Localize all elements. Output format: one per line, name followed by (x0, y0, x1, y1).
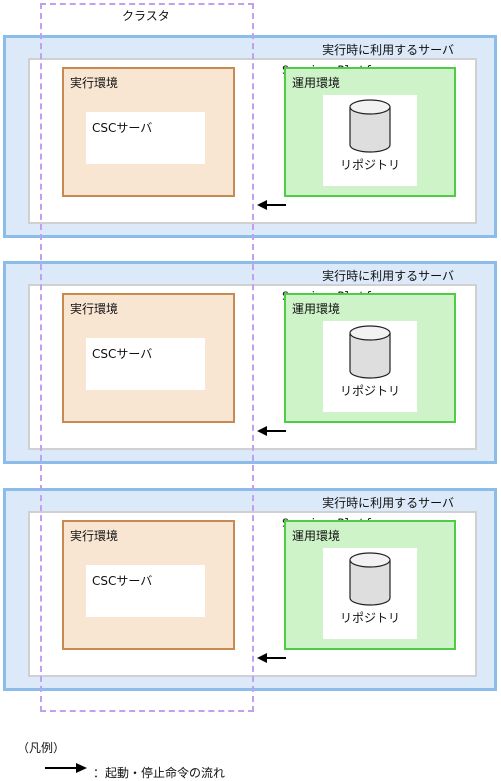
csc-server: CSCサーバ (86, 565, 205, 617)
execution-environment-label: 実行環境 (70, 529, 119, 543)
arrow-left-icon (257, 653, 286, 663)
execution-environment-label: 実行環境 (70, 76, 119, 90)
execution-environment: 実行環境 CSCサーバ (62, 67, 235, 197)
execution-environment: 実行環境 CSCサーバ (62, 520, 235, 650)
csc-server-label: CSCサーバ (92, 574, 153, 588)
legend-title: （凡例） (17, 741, 66, 755)
operation-environment-label: 運用環境 (292, 302, 341, 316)
csc-server: CSCサーバ (86, 338, 205, 390)
runtime-server-title: 実行時に利用するサーバ (322, 269, 454, 283)
runtime-server-title: 実行時に利用するサーバ (322, 496, 454, 510)
cluster-boundary (40, 3, 254, 712)
arrow-left-icon (257, 426, 286, 436)
repository-label: リポジトリ (339, 611, 400, 625)
runtime-server-title: 実行時に利用するサーバ (322, 43, 454, 57)
database-cylinder-icon (349, 325, 391, 379)
operation-environment: 運用環境 リポジトリ (284, 67, 456, 197)
repository: リポジトリ (323, 321, 417, 412)
csc-server-label: CSCサーバ (92, 347, 153, 361)
repository-label: リポジトリ (339, 158, 400, 172)
legend-description: ：起動・停止命令の流れ (93, 766, 226, 780)
service-platform: Service Platform 実行環境 CSCサーバ 運用環境 リポジトリ (28, 58, 477, 224)
repository: リポジトリ (323, 548, 417, 639)
operation-environment-label: 運用環境 (292, 529, 341, 543)
operation-environment: 運用環境 リポジトリ (284, 293, 456, 423)
execution-environment: 実行環境 CSCサーバ (62, 293, 235, 423)
runtime-server-1: 実行時に利用するサーバ Service Platform 実行環境 CSCサーバ… (3, 35, 497, 238)
arrow-left-icon (257, 200, 286, 210)
repository-label: リポジトリ (339, 384, 400, 398)
database-cylinder-icon (349, 99, 391, 153)
runtime-server-3: 実行時に利用するサーバ Service Platform 実行環境 CSCサーバ… (3, 488, 497, 691)
cluster-label: クラスタ (122, 9, 170, 23)
legend-arrow-right-icon (45, 763, 87, 773)
csc-server-label: CSCサーバ (92, 121, 153, 135)
csc-server: CSCサーバ (86, 112, 205, 164)
execution-environment-label: 実行環境 (70, 302, 119, 316)
operation-environment: 運用環境 リポジトリ (284, 520, 456, 650)
database-cylinder-icon (349, 552, 391, 606)
runtime-server-2: 実行時に利用するサーバ Service Platform 実行環境 CSCサーバ… (3, 261, 497, 464)
repository: リポジトリ (323, 95, 417, 186)
operation-environment-label: 運用環境 (292, 76, 341, 90)
